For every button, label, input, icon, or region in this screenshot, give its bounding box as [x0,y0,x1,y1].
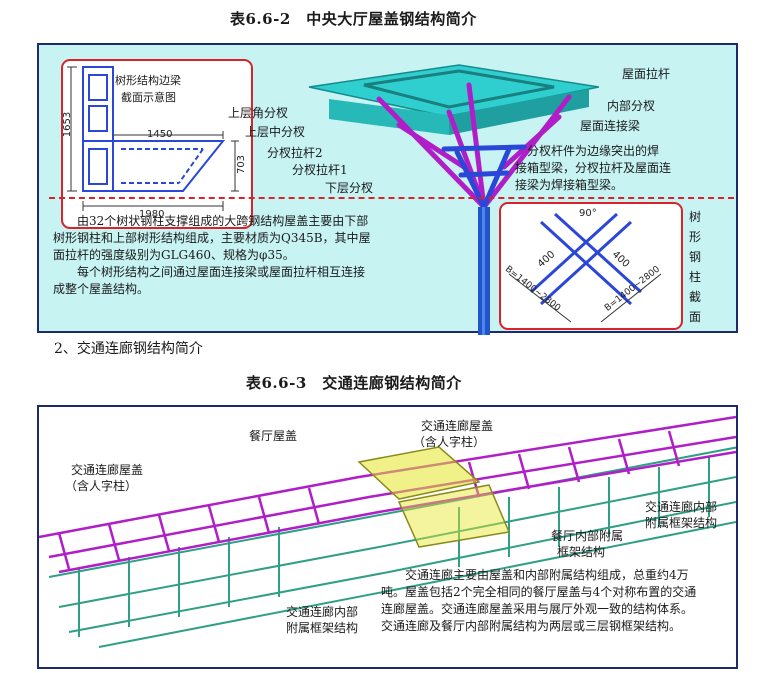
column-section-inset: 90° 400 400 B=1400~2800 B=1400~2800 [499,202,683,330]
corridor-structure-render [39,415,736,648]
vt-2: 形 [689,230,702,244]
table2-panel: 餐厅屋盖 交通连廊屋盖 （含人字柱） 交通连廊屋盖 （含人字柱） 交通连廊内部 … [37,405,738,669]
label-frame-left-1: 交通连廊内部 [286,605,359,619]
label-upper-mid: 上层中分杈 [245,125,306,139]
desc-line1: 由32个树状钢柱支撑组成的大跨钢结构屋盖主要由下部 [77,214,369,228]
column-section-title: 树 形 钢 柱 截 面 [689,207,709,327]
beam-section-drawing [67,66,239,211]
label-tie2: 分杈拉杆2 [267,146,323,160]
t2-desc-line3: 连廊屋盖。交通连廊屋盖采用与展厅外观一致的结构体系。 [381,602,694,616]
label-rest-frame-1: 餐厅内部附属 [551,529,624,543]
table2-title: 表6.6-3 交通连廊钢结构简介 [246,374,462,392]
label-corridor-roof-right-1: 交通连廊屋盖 [421,419,494,433]
label-frame-right-1: 交通连廊内部 [645,500,718,514]
angle-90: 90° [579,208,597,219]
table1-panel: 树形结构边梁 截面示意图 1450 1653 703 198 [37,43,738,335]
label-corridor-roof-left-1: 交通连廊屋盖 [71,463,144,477]
column-section-drawing [508,212,662,323]
vt-1: 树 [689,210,702,224]
right-note-line2: 接箱型梁，分杈拉杆及屋面连 [515,161,672,175]
table1-title: 表6.6-2 中央大厅屋盖钢结构简介 [230,10,477,28]
beam-section-inset: 树形结构边梁 截面示意图 1450 1653 703 198 [61,59,253,229]
dim-1450: 1450 [147,129,173,140]
label-frame-right-2: 附属框架结构 [645,516,718,530]
dim-1653: 1653 [62,111,74,138]
label-tie1: 分杈拉杆1 [292,163,348,177]
dashed-separator [49,197,734,199]
t2-desc-line2: 吨。屋盖包括2个完全相同的餐厅屋盖与4个对称布置的交通 [381,585,697,599]
label-rest-frame-2: 框架结构 [557,545,606,559]
label-frame-left-2: 附属框架结构 [286,621,359,635]
vt-3: 钢 [689,250,702,264]
dim-703: 703 [236,154,248,175]
desc-line3: 面拉杆的强度级别为GLG460、规格为φ35。 [53,248,295,262]
label-upper-corner: 上层角分杈 [228,106,289,120]
right-note-line3: 接梁为焊接箱型梁。 [515,178,624,192]
label-corridor-roof-right-2: （含人字柱） [413,435,486,449]
label-roof-tie: 屋面拉杆 [622,67,671,81]
vt-5: 截 [689,290,702,304]
inset-title-line1: 树形结构边梁 [115,74,181,87]
right-note-line1: 分杈杆件为边缘突出的焊 [527,144,660,158]
section-heading: 2、交通连廊钢结构简介 [54,341,203,357]
label-restaurant-roof: 餐厅屋盖 [249,429,298,443]
desc-line5: 成整个屋盖结构。 [53,282,150,296]
desc-line4: 每个树形结构之间通过屋面连接梁或屋面拉杆相互连接 [77,265,366,279]
label-lower: 下层分杈 [325,181,374,195]
table1-description: 由32个树状钢柱支撑组成的大跨钢结构屋盖主要由下部 树形钢柱和上部树形结构组成，… [53,213,453,298]
vt-4: 柱 [689,270,702,284]
vt-6: 面 [689,310,702,324]
inset-title-line2: 截面示意图 [121,91,176,104]
right-note: 分杈杆件为边缘突出的焊 接箱型梁，分杈拉杆及屋面连 接梁为焊接箱型梁。 [501,143,731,194]
dim-1980: 1980 [139,209,165,220]
t2-desc-line4: 交通连廊及餐厅内部附属结构为两层或三层钢框架结构。 [381,619,682,633]
label-corridor-roof-left-2: （含人字柱） [65,479,138,493]
label-roof-beam: 屋面连接梁 [580,119,641,133]
table2-description: 交通连廊主要由屋盖和内部附属结构组成，总重约4万 吨。屋盖包括2个完全相同的餐厅… [381,567,731,635]
t2-desc-line1: 交通连廊主要由屋盖和内部附属结构组成，总重约4万 [405,568,689,582]
label-inner-branch: 内部分杈 [607,99,656,113]
desc-line2: 树形钢柱和上部树形结构组成，主要材质为Q345B，其中屋 [53,231,371,245]
